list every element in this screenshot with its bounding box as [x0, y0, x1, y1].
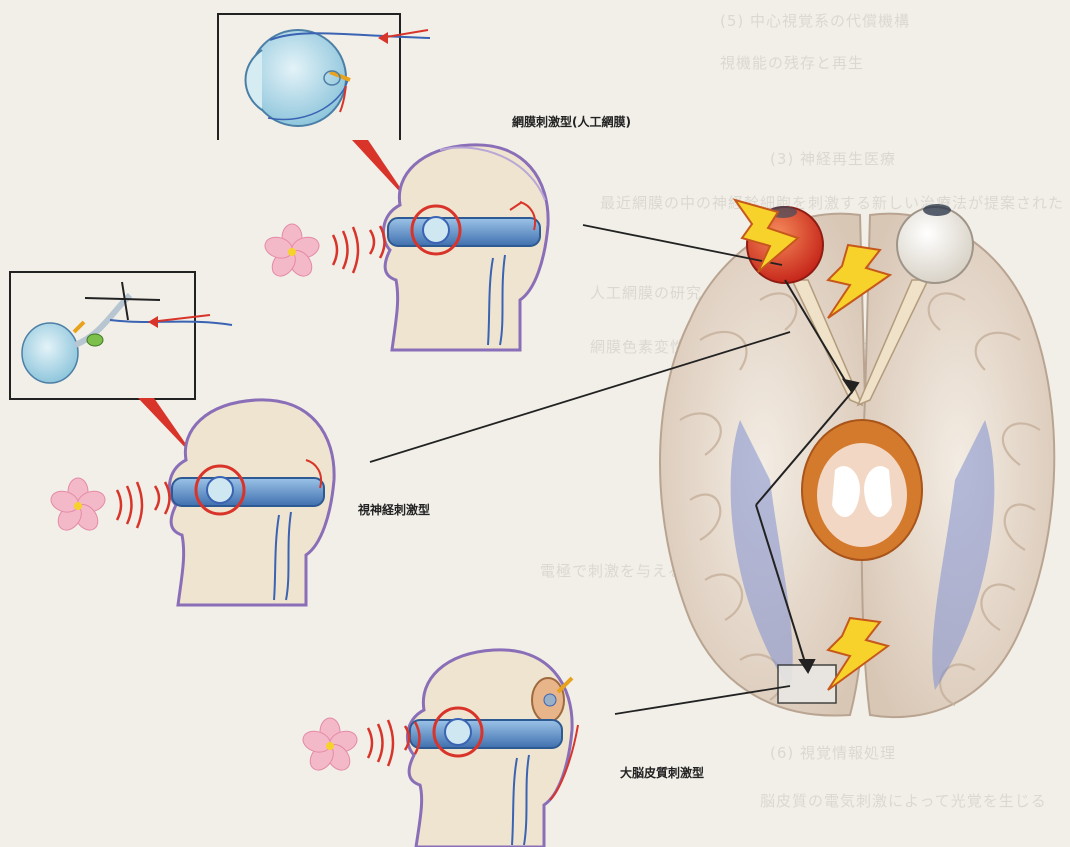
label-retina-stimulation: 網膜刺激型(人工網膜)	[512, 113, 631, 130]
optic-nerve-inset	[10, 272, 232, 399]
label-cortex-stimulation: 大脳皮質刺激型	[620, 764, 704, 781]
retina-inset	[218, 14, 430, 140]
signal-arcs	[333, 226, 385, 273]
head-retina	[383, 145, 548, 350]
cherry-blossom-icon	[300, 718, 359, 775]
label-optic-nerve-stimulation: 視神経刺激型	[358, 501, 430, 518]
cherry-blossom-icon	[262, 224, 321, 281]
signal-arcs	[117, 482, 170, 528]
cherry-blossom-icon	[48, 478, 107, 535]
head-cortex	[407, 650, 578, 847]
head-optic-nerve	[169, 400, 334, 605]
